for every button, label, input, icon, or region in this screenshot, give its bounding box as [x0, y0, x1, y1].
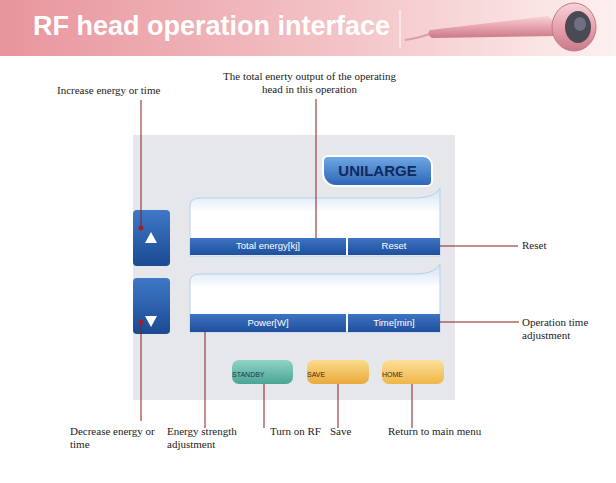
annotation: Decrease energy or time [70, 425, 165, 451]
annotation: Reset [522, 239, 582, 252]
node-label: SAVE [307, 371, 325, 379]
node-label: UNILARGE [338, 163, 416, 180]
node-label: HOME [382, 371, 403, 379]
save-button: SAVE [307, 360, 369, 384]
mode-tab: UNILARGE [322, 155, 433, 187]
annotation: Increase energy or time [57, 84, 197, 97]
display-bar: Power[W] [190, 314, 346, 332]
home-button: HOME [382, 360, 444, 384]
standby-button: STANDBY [232, 360, 293, 384]
display-bar: Time[min] [348, 314, 440, 332]
annotation: Save [330, 425, 370, 438]
display-bar: Total energy[kj] [190, 238, 346, 255]
display-bar: Reset [348, 238, 440, 255]
node-label: Total energy[kj] [236, 241, 300, 251]
annotation: Energy strength adjustment [167, 425, 265, 451]
annotation: Return to main menu [388, 425, 518, 438]
node-label: STANDBY [232, 371, 265, 379]
annotation: Operation time adjustment [522, 316, 612, 342]
node-label: Reset [382, 241, 407, 251]
annotation: The total enerty output of the operating… [222, 70, 397, 96]
annotation: Turn on RF [270, 425, 332, 438]
page-title: RF head operation interface [33, 11, 390, 42]
node-label: Power[W] [247, 318, 288, 328]
node-label: Time[min] [373, 318, 414, 328]
